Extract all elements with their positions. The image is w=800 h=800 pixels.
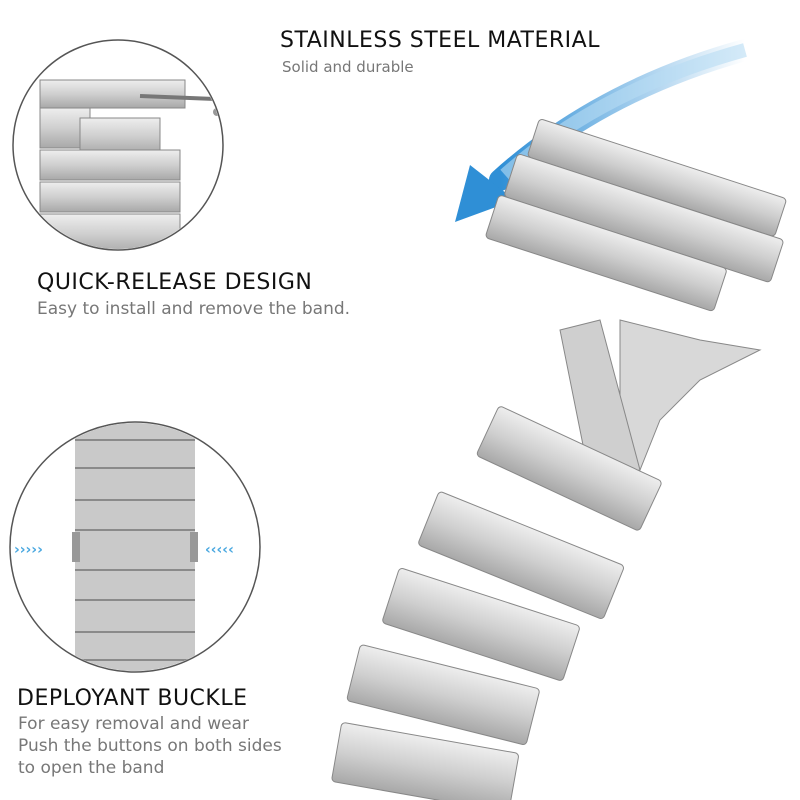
description-line: Push the buttons on both sides xyxy=(18,736,282,756)
push-left-arrows-icon: ‹‹‹‹‹ xyxy=(205,542,234,558)
description-line: For easy removal and wear xyxy=(18,714,249,734)
deployant-detail-circle: ››››› ‹‹‹‹‹ xyxy=(9,421,261,673)
feature-subtitle-steel: Solid and durable xyxy=(282,58,414,76)
feature-subtitle-quick-release: Easy to install and remove the band. xyxy=(37,299,351,319)
feature-title-steel: STAINLESS STEEL MATERIAL xyxy=(280,28,600,53)
feature-title-deployant: DEPLOYANT BUCKLE xyxy=(17,686,248,711)
feature-description-deployant: For easy removal and wear Push the butto… xyxy=(18,713,282,779)
description-line: to open the band xyxy=(18,758,165,778)
quick-release-detail-circle xyxy=(12,39,224,251)
watch-band-image xyxy=(331,119,787,800)
feature-title-quick-release: QUICK-RELEASE DESIGN xyxy=(37,270,313,295)
push-right-arrows-icon: ››››› xyxy=(14,542,43,558)
